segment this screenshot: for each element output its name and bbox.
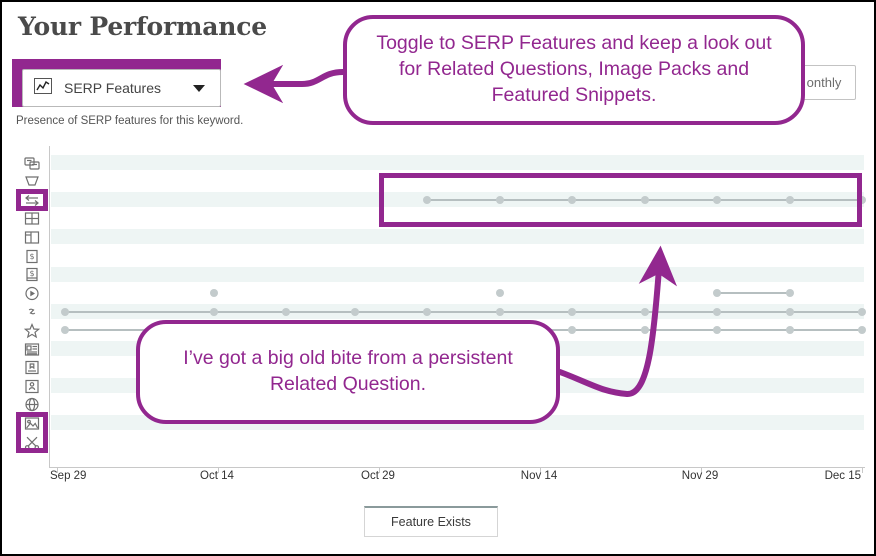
sidebar-shopping-results-icon[interactable]: $: [19, 246, 45, 266]
data-point[interactable]: [568, 196, 577, 205]
data-point[interactable]: [713, 196, 722, 205]
chart-row-band: [51, 155, 864, 170]
x-axis-line: [50, 467, 865, 468]
sidebar-image-pack-icon[interactable]: [19, 209, 45, 229]
related-questions-row-highlight: [379, 173, 862, 228]
sidebar-image-results-icon[interactable]: [19, 413, 45, 433]
x-axis-label: Oct 14: [200, 470, 234, 482]
legend-feature-exists[interactable]: Feature Exists: [364, 506, 498, 537]
data-point[interactable]: [568, 307, 577, 316]
icon-highlight-related-questions-icon: [16, 189, 48, 212]
chart-row-band: [51, 266, 864, 282]
sidebar-news-icon[interactable]: [19, 339, 45, 359]
callout-related-question-bite: I’ve got a big old bite from a persisten…: [136, 320, 560, 424]
data-point[interactable]: [785, 289, 794, 298]
data-point[interactable]: [568, 326, 577, 335]
x-axis-label: Nov 29: [681, 470, 719, 482]
x-axis-tick-labels: Sep 29 Oct 14 Oct 29 Nov 14 Nov 29 Dec 15: [16, 470, 864, 486]
data-point[interactable]: [640, 326, 649, 335]
data-point[interactable]: [640, 196, 649, 205]
x-axis-label: Sep 29: [50, 470, 87, 482]
sidebar-featured-snippet-icon[interactable]: [19, 227, 45, 247]
x-axis-tick: [540, 468, 541, 473]
data-point[interactable]: [858, 307, 866, 316]
data-point[interactable]: [785, 307, 794, 316]
data-point[interactable]: [713, 307, 722, 316]
data-point[interactable]: [209, 307, 218, 316]
chevron-down-icon[interactable]: [193, 84, 205, 92]
serp-features-dropdown[interactable]: SERP Features: [22, 69, 221, 107]
x-axis-tick: [701, 468, 702, 473]
sidebar-knowledge-card-icon[interactable]: [19, 358, 45, 378]
data-point[interactable]: [350, 307, 359, 316]
sidebar-adwords-top-icon[interactable]: [19, 172, 45, 192]
arrow-to-dropdown: [243, 64, 344, 104]
serp-features-dropdown-value: SERP Features: [64, 80, 162, 96]
sidebar-local-pack-icon[interactable]: [19, 395, 45, 415]
data-point[interactable]: [282, 307, 291, 316]
data-point[interactable]: [495, 196, 504, 205]
x-axis-label: Oct 29: [361, 470, 395, 482]
x-axis-tick: [862, 468, 863, 473]
x-axis-label: Nov 14: [520, 470, 558, 482]
sidebar-sitelinks-icon[interactable]: [19, 153, 45, 173]
svg-text:$: $: [29, 252, 34, 261]
data-point[interactable]: [209, 289, 218, 298]
feature-icon-column: $$: [16, 146, 48, 468]
sidebar-video-icon[interactable]: [19, 283, 45, 303]
data-point[interactable]: [61, 326, 70, 335]
page-title: Your Performance: [18, 12, 267, 41]
data-point[interactable]: [785, 326, 794, 335]
data-point[interactable]: [713, 326, 722, 335]
sidebar-reviews-star-icon[interactable]: [19, 320, 45, 340]
svg-text:$: $: [29, 269, 34, 278]
series-line-segment: [717, 292, 790, 295]
sidebar-related-questions-icon[interactable]: [19, 190, 45, 210]
data-point[interactable]: [423, 307, 432, 316]
sidebar-scissors-icon[interactable]: [19, 432, 45, 452]
series-line: [65, 310, 862, 313]
data-point[interactable]: [495, 289, 504, 298]
data-point[interactable]: [785, 196, 794, 205]
data-point[interactable]: [713, 289, 722, 298]
dropdown-subtitle: Presence of SERP features for this keywo…: [16, 115, 244, 127]
sidebar-link-icon[interactable]: [19, 302, 45, 322]
data-point[interactable]: [640, 307, 649, 316]
data-point[interactable]: [858, 196, 866, 205]
x-axis-tick: [218, 468, 219, 473]
data-point[interactable]: [61, 307, 70, 316]
line-chart-icon: [34, 77, 52, 99]
x-axis-tick: [379, 468, 380, 473]
serp-features-dropdown-highlight: SERP Features: [12, 59, 221, 107]
icon-highlight-image-results-icon: [16, 412, 48, 453]
data-point[interactable]: [495, 307, 504, 316]
sidebar-adwords-bottom-icon[interactable]: $: [19, 265, 45, 285]
sidebar-knowledge-panel-icon[interactable]: [19, 376, 45, 396]
data-point[interactable]: [858, 326, 866, 335]
x-axis-tick: [57, 468, 58, 473]
data-point[interactable]: [423, 196, 432, 205]
x-axis-label: Dec 15: [824, 470, 861, 482]
chart-row-band: [51, 229, 864, 245]
callout-toggle-serp-features: Toggle to SERP Features and keep a look …: [343, 15, 805, 125]
